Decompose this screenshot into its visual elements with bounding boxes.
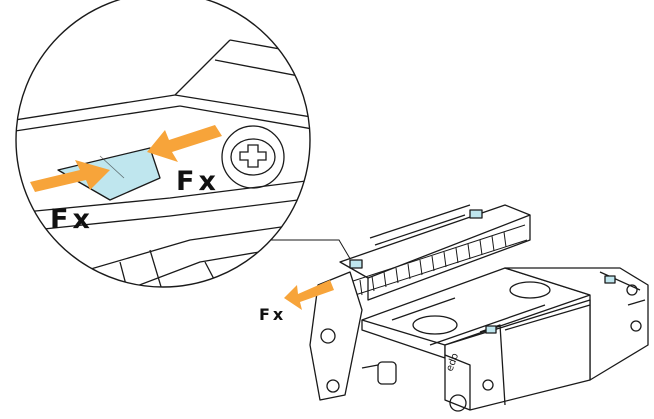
force-arrow-upper <box>147 125 222 162</box>
force-arrow-lower <box>30 160 110 192</box>
zoom-fx-label-left: Fx <box>50 204 94 235</box>
zoom-fx-label-right: Fx <box>176 166 220 197</box>
leader-line <box>270 239 353 263</box>
zoom-detail-view: Fx Fx <box>15 0 311 288</box>
phillips-screw-icon <box>221 125 285 189</box>
unit-fx-label: Fx <box>259 305 286 324</box>
cartridge-unit: edo <box>309 204 649 412</box>
force-arrow-unit <box>284 280 334 310</box>
unit-tabs <box>349 209 616 334</box>
